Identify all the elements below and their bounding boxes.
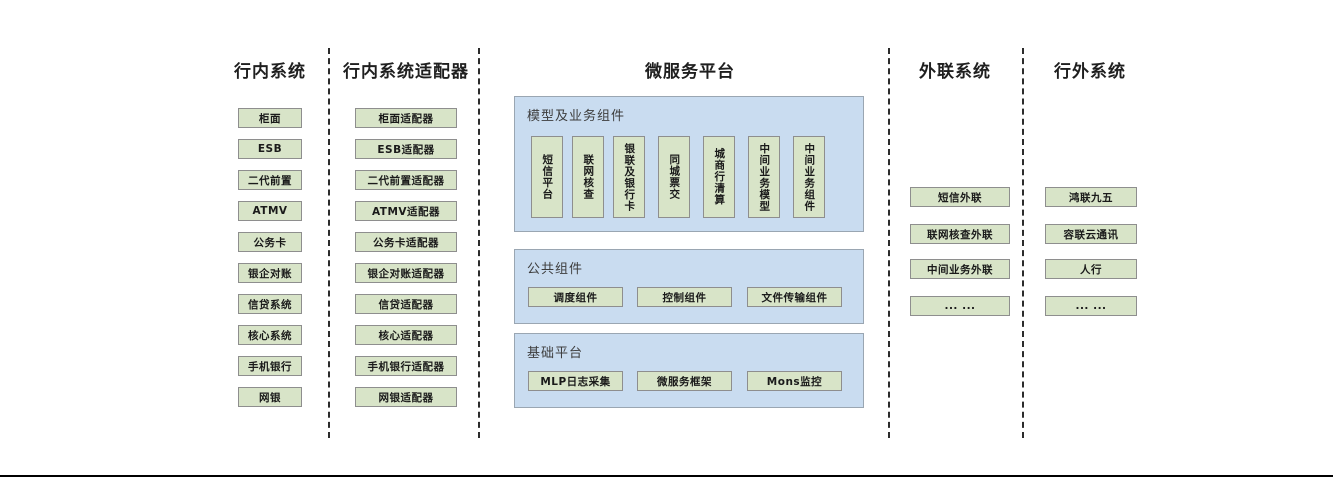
node-in-bank-adapter[interactable]: 柜面适配器 xyxy=(355,108,457,128)
node-model-component[interactable]: 联网核查 xyxy=(572,136,604,218)
node-in-bank-system[interactable]: 信贷系统 xyxy=(238,294,302,314)
column-header-outside-bank-systems: 行外系统 xyxy=(1054,62,1126,82)
column-divider-3 xyxy=(888,48,890,438)
column-header-in-bank-adapters: 行内系统适配器 xyxy=(343,62,469,82)
column-divider-2 xyxy=(478,48,480,438)
column-divider-4 xyxy=(1022,48,1024,438)
node-model-component[interactable]: 短信平台 xyxy=(531,136,563,218)
node-in-bank-system[interactable]: 柜面 xyxy=(238,108,302,128)
column-header-microservice-platform: 微服务平台 xyxy=(645,62,735,82)
node-outside-bank-system[interactable]: 容联云通讯 xyxy=(1045,224,1137,244)
node-model-component[interactable]: 同城票交 xyxy=(658,136,690,218)
node-model-component[interactable]: 中间业务组件 xyxy=(793,136,825,218)
node-model-component[interactable]: 银联及银行卡 xyxy=(613,136,645,218)
node-base-platform-component[interactable]: MLP日志采集 xyxy=(528,371,623,391)
node-in-bank-system[interactable]: 二代前置 xyxy=(238,170,302,190)
node-outside-bank-system[interactable]: 人行 xyxy=(1045,259,1137,279)
node-in-bank-adapter[interactable]: 信贷适配器 xyxy=(355,294,457,314)
panel-title-base-platform: 基础平台 xyxy=(527,346,584,361)
panel-base-platform: 基础平台 xyxy=(514,333,864,408)
node-external-link-system[interactable]: 短信外联 xyxy=(910,187,1010,207)
node-outside-bank-system[interactable]: 鸿联九五 xyxy=(1045,187,1137,207)
node-external-link-system[interactable]: 中间业务外联 xyxy=(910,259,1010,279)
node-in-bank-system[interactable]: ESB xyxy=(238,139,302,159)
node-model-component[interactable]: 城商行清算 xyxy=(703,136,735,218)
node-in-bank-adapter[interactable]: 手机银行适配器 xyxy=(355,356,457,376)
node-in-bank-system[interactable]: 银企对账 xyxy=(238,263,302,283)
node-in-bank-system[interactable]: ATMV xyxy=(238,201,302,221)
node-in-bank-system[interactable]: 网银 xyxy=(238,387,302,407)
node-in-bank-adapter[interactable]: 二代前置适配器 xyxy=(355,170,457,190)
node-in-bank-system[interactable]: 手机银行 xyxy=(238,356,302,376)
panel-public-components: 公共组件 xyxy=(514,249,864,324)
node-base-platform-component[interactable]: 微服务框架 xyxy=(637,371,732,391)
node-outside-bank-system[interactable]: ... ... xyxy=(1045,296,1137,316)
node-in-bank-adapter[interactable]: 公务卡适配器 xyxy=(355,232,457,252)
node-in-bank-adapter[interactable]: ATMV适配器 xyxy=(355,201,457,221)
node-external-link-system[interactable]: 联网核查外联 xyxy=(910,224,1010,244)
node-in-bank-adapter[interactable]: 网银适配器 xyxy=(355,387,457,407)
node-in-bank-adapter[interactable]: ESB适配器 xyxy=(355,139,457,159)
column-divider-1 xyxy=(328,48,330,438)
panel-title-public-components: 公共组件 xyxy=(527,262,584,277)
node-external-link-system[interactable]: ... ... xyxy=(910,296,1010,316)
column-header-in-bank-systems: 行内系统 xyxy=(234,62,306,82)
node-in-bank-adapter[interactable]: 核心适配器 xyxy=(355,325,457,345)
panel-title-model-business-components: 模型及业务组件 xyxy=(527,109,626,124)
node-model-component[interactable]: 中间业务模型 xyxy=(748,136,780,218)
node-public-component[interactable]: 文件传输组件 xyxy=(747,287,842,307)
column-header-external-link-systems: 外联系统 xyxy=(919,62,991,82)
node-public-component[interactable]: 调度组件 xyxy=(528,287,623,307)
node-in-bank-system[interactable]: 核心系统 xyxy=(238,325,302,345)
node-in-bank-adapter[interactable]: 银企对账适配器 xyxy=(355,263,457,283)
node-in-bank-system[interactable]: 公务卡 xyxy=(238,232,302,252)
node-public-component[interactable]: 控制组件 xyxy=(637,287,732,307)
bottom-rule xyxy=(0,475,1333,477)
node-base-platform-component[interactable]: Mons监控 xyxy=(747,371,842,391)
